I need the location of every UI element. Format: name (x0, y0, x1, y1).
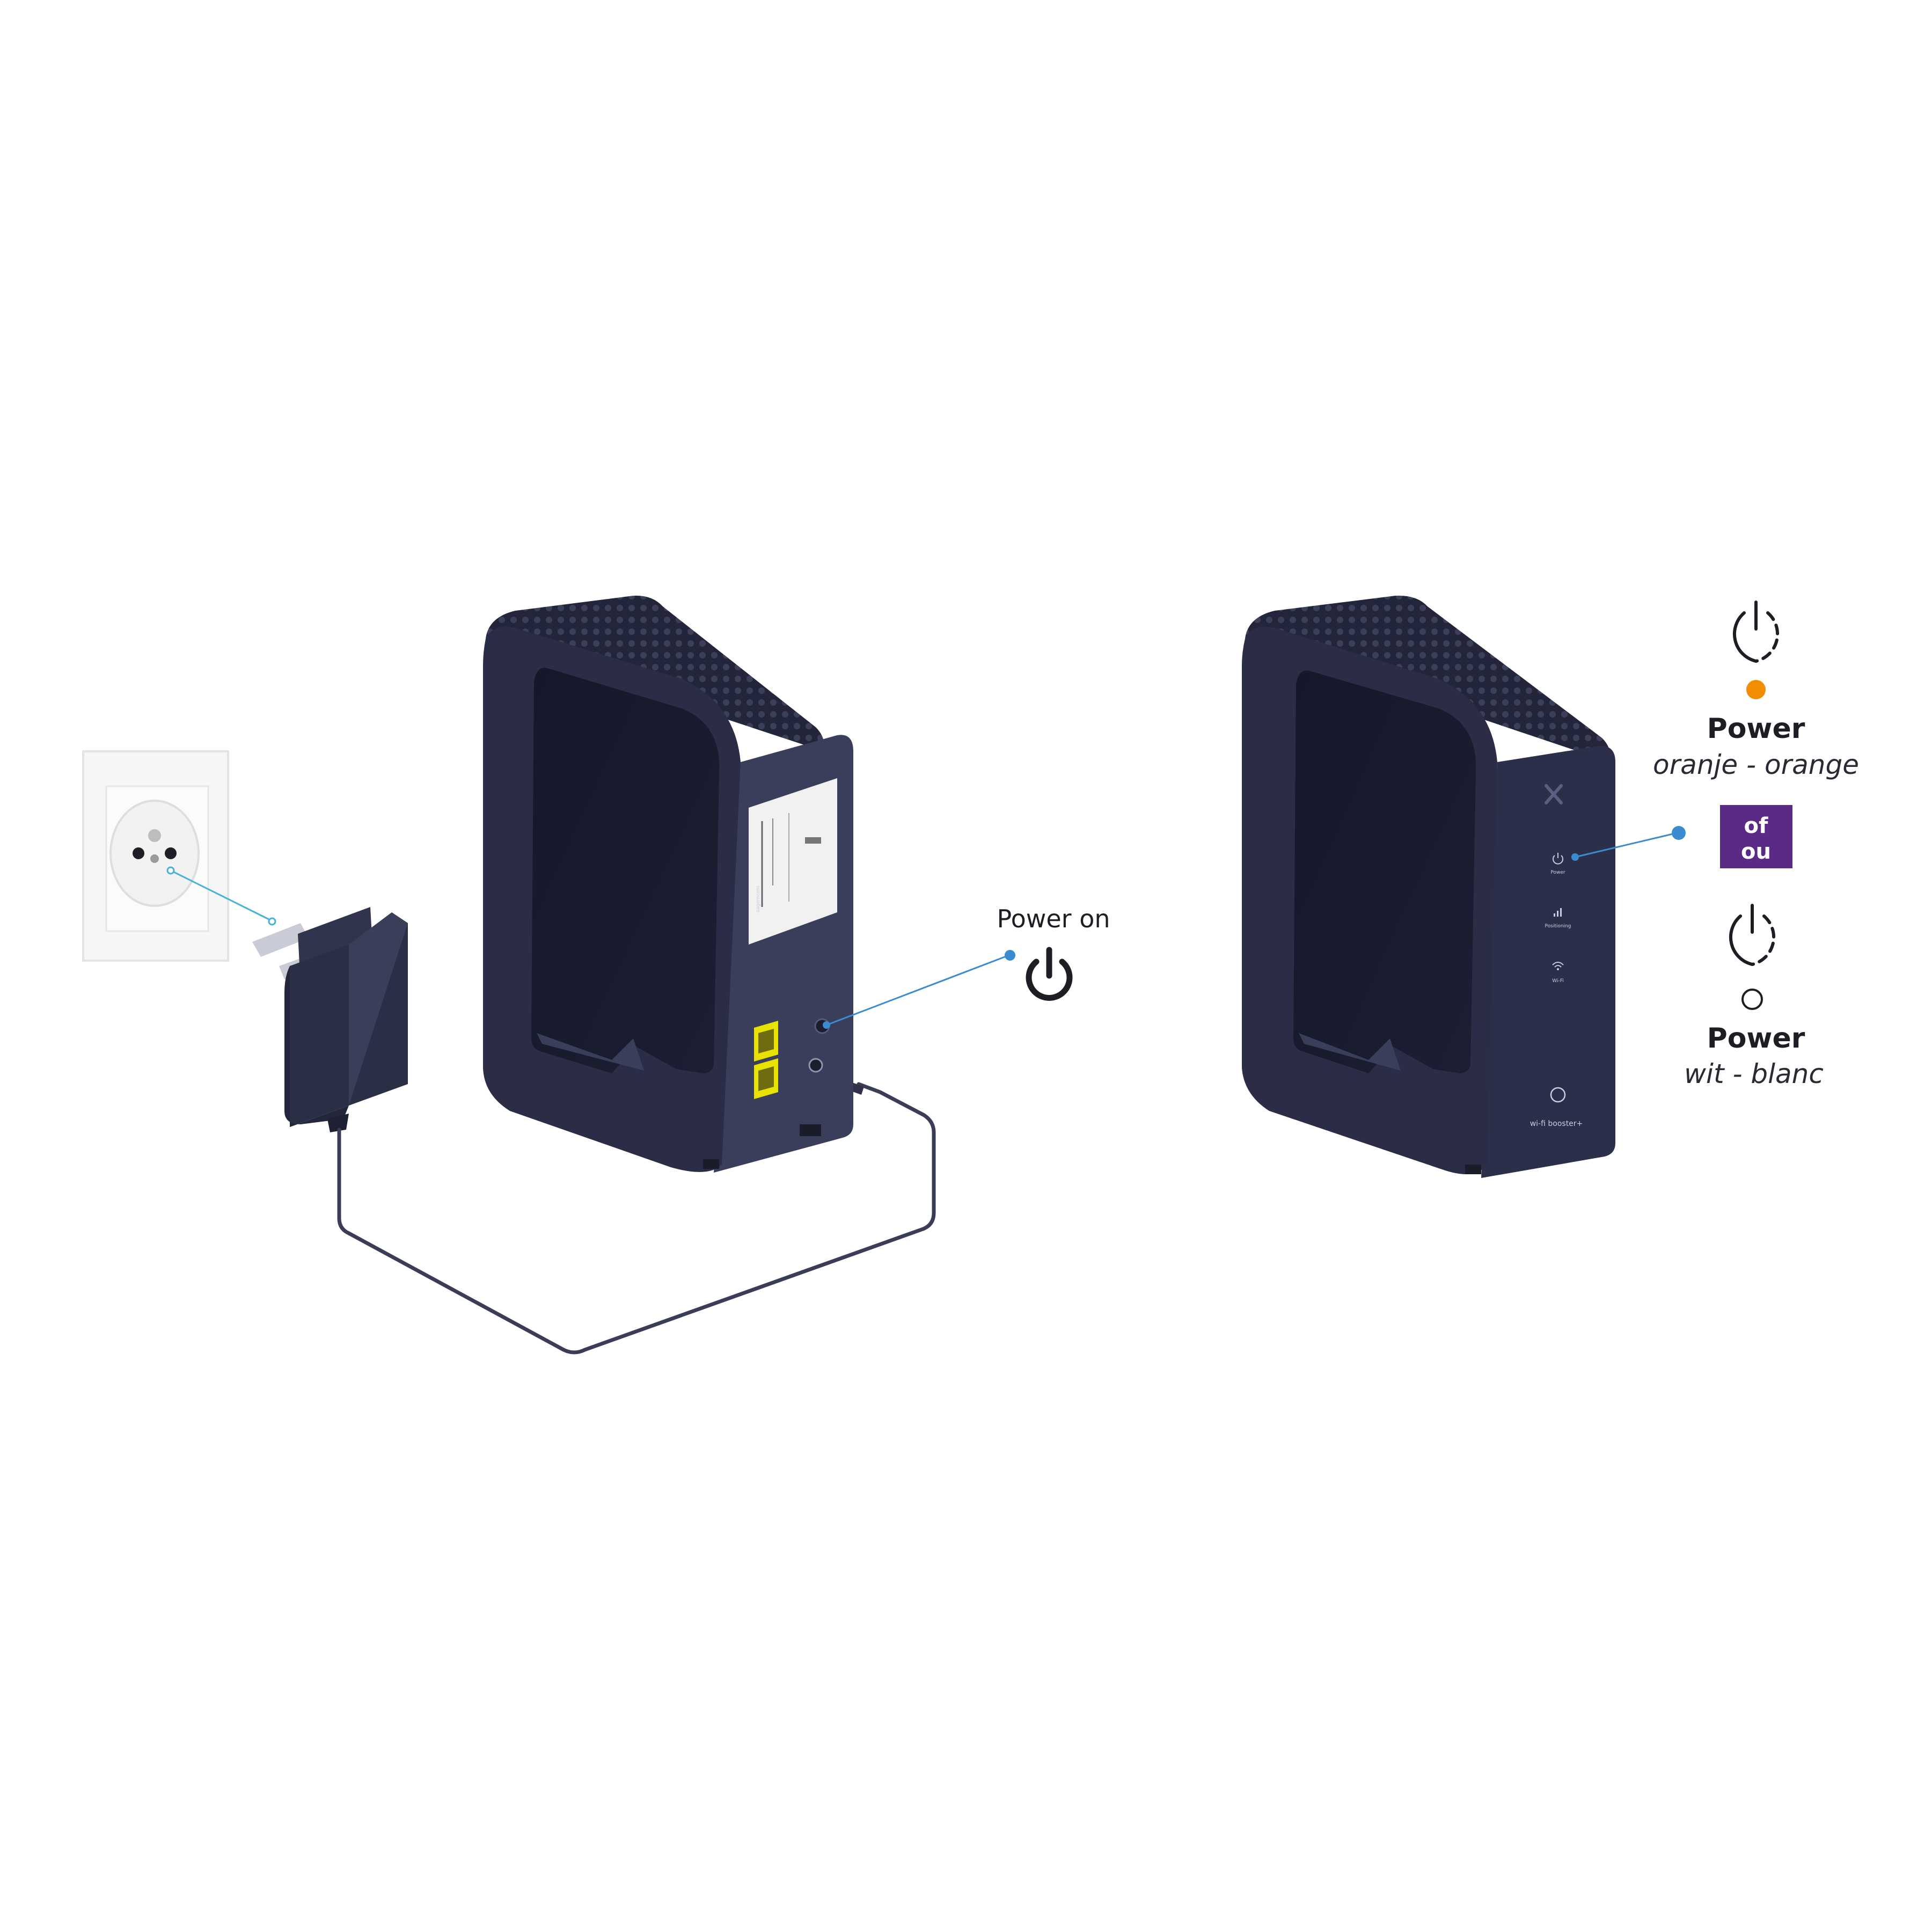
power-icon (1026, 947, 1073, 1001)
led-callout (1571, 826, 1686, 861)
router-front-view: Power Positioning Wi-Fi wi-fi booster+ (1242, 595, 1615, 1178)
power-on-callout: Power on (823, 904, 1110, 1029)
product-name: wi-fi booster+ (1530, 1119, 1583, 1128)
dc-jack (808, 1058, 823, 1073)
power-adapter (252, 907, 408, 1132)
outlet-callout (166, 866, 276, 926)
power-dashed-icon-bottom (1729, 904, 1776, 966)
led-label-positioning: Positioning (1545, 924, 1571, 929)
separator-line1: of (1744, 814, 1768, 838)
wifi-led-icon (1552, 962, 1564, 970)
rear-label-brand: sagemcom (756, 886, 761, 912)
status-legend: Power oranje - orange of ou Power wit - … (1653, 601, 1859, 1089)
white-status-dot (1741, 989, 1763, 1010)
wps-button[interactable] (1550, 1087, 1566, 1103)
separator-line2: ou (1741, 839, 1771, 864)
brand-logo (1545, 784, 1563, 804)
power-on-label: Power on (997, 904, 1110, 933)
status-top-label: Power (1707, 713, 1805, 745)
power-led-icon (1553, 853, 1563, 865)
orange-status-dot (1746, 680, 1766, 699)
status-top-color: oranje - orange (1653, 749, 1859, 780)
status-bottom-label: Power (1707, 1022, 1805, 1055)
positioning-led-icon (1554, 908, 1562, 917)
status-bottom-color: wit - blanc (1684, 1058, 1824, 1089)
wall-outlet (82, 750, 229, 962)
ethernet-ports (754, 1021, 778, 1099)
or-separator-badge: of ou (1720, 805, 1792, 868)
led-label-wifi: Wi-Fi (1552, 978, 1563, 984)
power-dashed-icon-top (1732, 601, 1780, 663)
led-label-power: Power (1550, 870, 1565, 875)
router-back-view: sagemcom (483, 595, 853, 1173)
power-cable (337, 1082, 936, 1355)
